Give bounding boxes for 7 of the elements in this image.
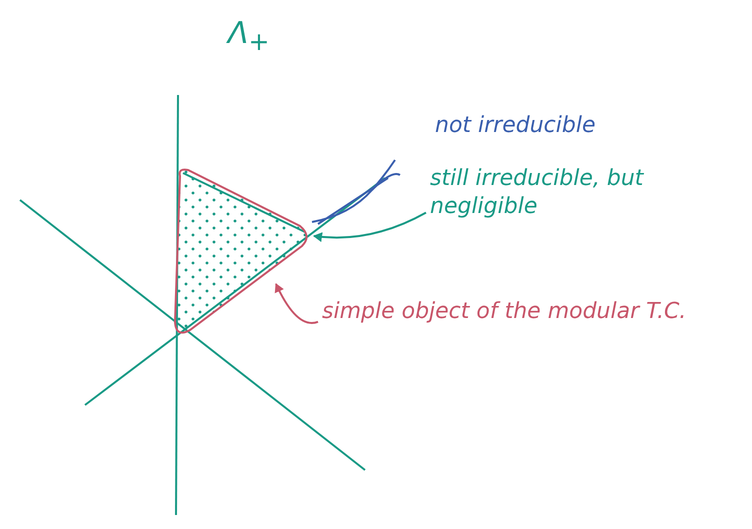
dotted-region bbox=[174, 168, 308, 334]
arrow bbox=[274, 283, 318, 324]
handwritten-note: simple object of the modular T.C. bbox=[322, 298, 742, 326]
arrow bbox=[313, 212, 426, 242]
handwritten-note: not irreducible bbox=[435, 112, 596, 140]
math-symbol: Λ$_{+}$ bbox=[228, 20, 270, 56]
handwritten-note: still irreducible, but negligible bbox=[430, 165, 750, 221]
